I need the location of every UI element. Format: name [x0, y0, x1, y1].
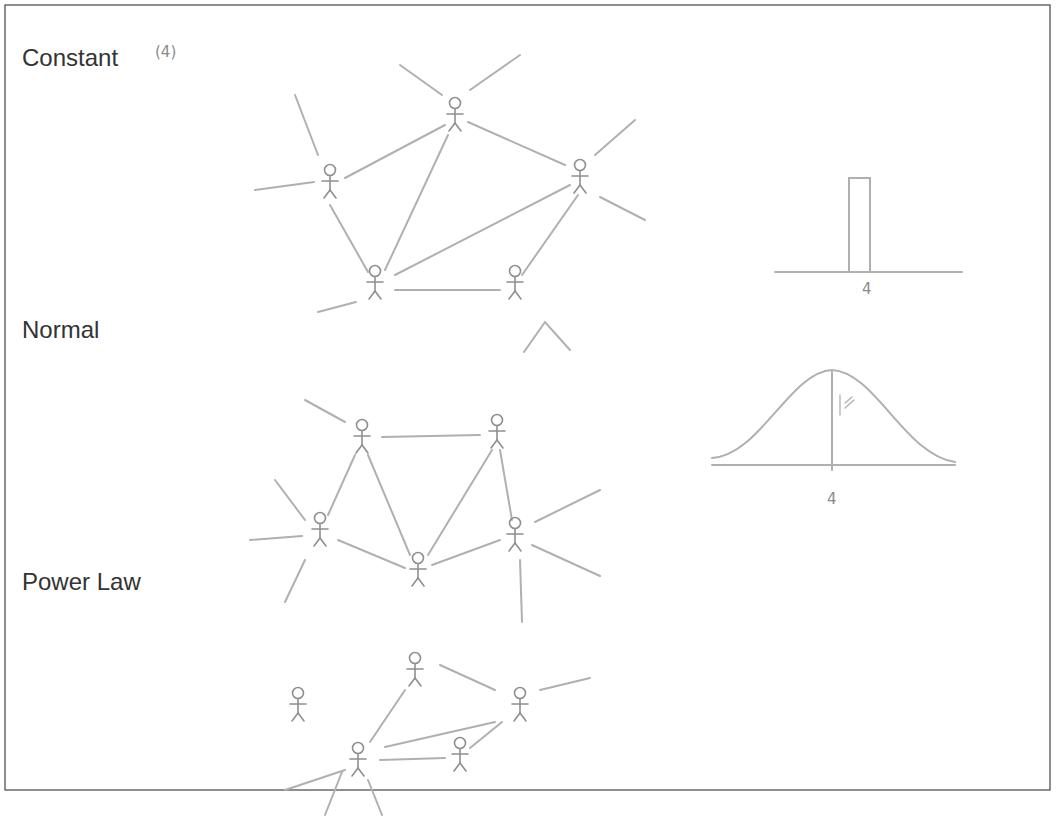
section-title: Normal: [22, 318, 99, 342]
section-title: Power Law: [22, 570, 141, 594]
section-title: Constant: [22, 46, 118, 70]
axis-value: 4: [827, 492, 837, 507]
stick-figures: [290, 98, 588, 777]
frame: [5, 5, 1050, 790]
axis-value: 4: [862, 282, 872, 297]
pencil-note: (4): [155, 45, 176, 60]
sketch-lines: [250, 55, 962, 815]
